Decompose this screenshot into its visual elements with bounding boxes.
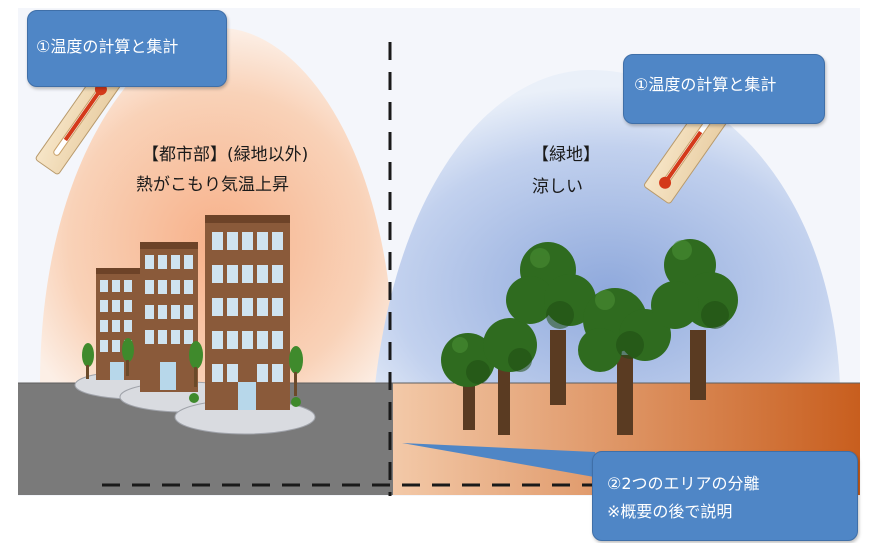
trees — [441, 239, 738, 435]
building-middle — [140, 242, 198, 392]
callout-calc-left: ①温度の計算と集計 — [27, 10, 227, 87]
callout-separation-line2: ※概要の後で説明 — [607, 502, 733, 521]
callout-calc-right-text: ①温度の計算と集計 — [634, 75, 777, 94]
callout-calc-left-text: ①温度の計算と集計 — [36, 37, 179, 56]
callout-calc-right: ①温度の計算と集計 — [623, 54, 825, 124]
callout-separation-line1: ②2つのエリアの分離 — [607, 474, 760, 493]
urban-title: 【都市部】(緑地以外) — [142, 145, 309, 165]
building-tall — [205, 215, 290, 410]
green-description: 涼しい — [532, 177, 583, 197]
thermometer-icon-left — [35, 69, 121, 175]
urban-description: 熱がこもり気温上昇 — [136, 175, 289, 195]
green-title: 【緑地】 — [532, 145, 600, 165]
callout-pointer — [402, 443, 600, 478]
building-small — [96, 268, 140, 380]
shrubs — [82, 338, 303, 407]
callout-separation: ②2つのエリアの分離 ※概要の後で説明 — [592, 451, 858, 541]
